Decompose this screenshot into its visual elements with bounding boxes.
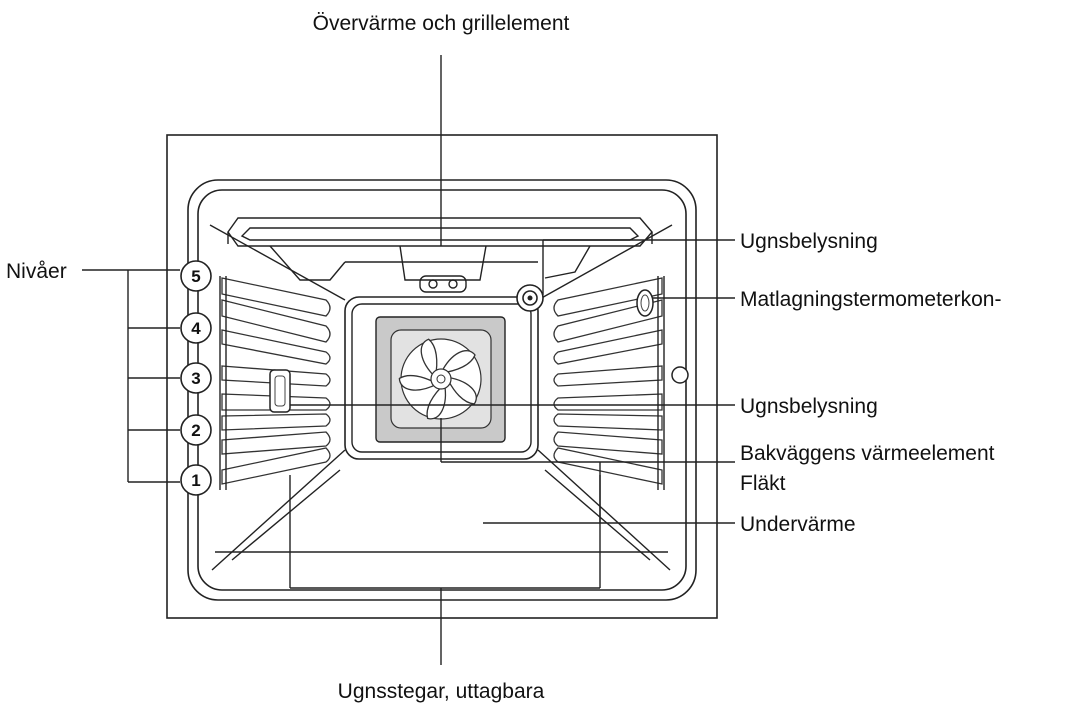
top-lamp-icon bbox=[516, 284, 544, 312]
label-lamp-top: Ugnsbelysning bbox=[740, 230, 878, 253]
thermometer-socket-icon bbox=[636, 289, 654, 317]
label-thermometer-socket: Matlagningstermometerkon- bbox=[740, 288, 1001, 311]
label-rear-heating: Bakväggens värmeelement bbox=[740, 442, 995, 465]
oven-front-frame bbox=[166, 134, 718, 619]
level-1-marker: 1 bbox=[180, 464, 212, 496]
level-1-label: 1 bbox=[191, 471, 200, 490]
grill-element-icon bbox=[227, 217, 653, 293]
level-2-marker: 2 bbox=[180, 414, 212, 446]
label-top-heating: Övervärme och grillelement bbox=[313, 12, 570, 35]
leader-lines bbox=[289, 55, 735, 665]
right-rack-ladder bbox=[553, 276, 665, 490]
label-fan: Fläkt bbox=[740, 472, 786, 495]
levels-bracket bbox=[82, 269, 180, 483]
level-4-marker: 4 bbox=[180, 312, 212, 344]
label-lamp-side: Ugnsbelysning bbox=[740, 395, 878, 418]
fan-icon bbox=[398, 338, 482, 420]
level-4-label: 4 bbox=[191, 319, 201, 338]
rack-rod-end-icon bbox=[671, 366, 689, 384]
label-racks: Ugnsstegar, uttagbara bbox=[338, 680, 545, 703]
level-3-marker: 3 bbox=[180, 362, 212, 394]
side-lamp-icon bbox=[269, 369, 291, 413]
level-5-marker: 5 bbox=[180, 260, 212, 292]
label-levels: Nivåer bbox=[6, 260, 67, 283]
level-2-label: 2 bbox=[191, 421, 200, 440]
level-5-label: 5 bbox=[191, 267, 200, 286]
level-3-label: 3 bbox=[191, 369, 200, 388]
label-bottom-heating: Undervärme bbox=[740, 513, 856, 536]
